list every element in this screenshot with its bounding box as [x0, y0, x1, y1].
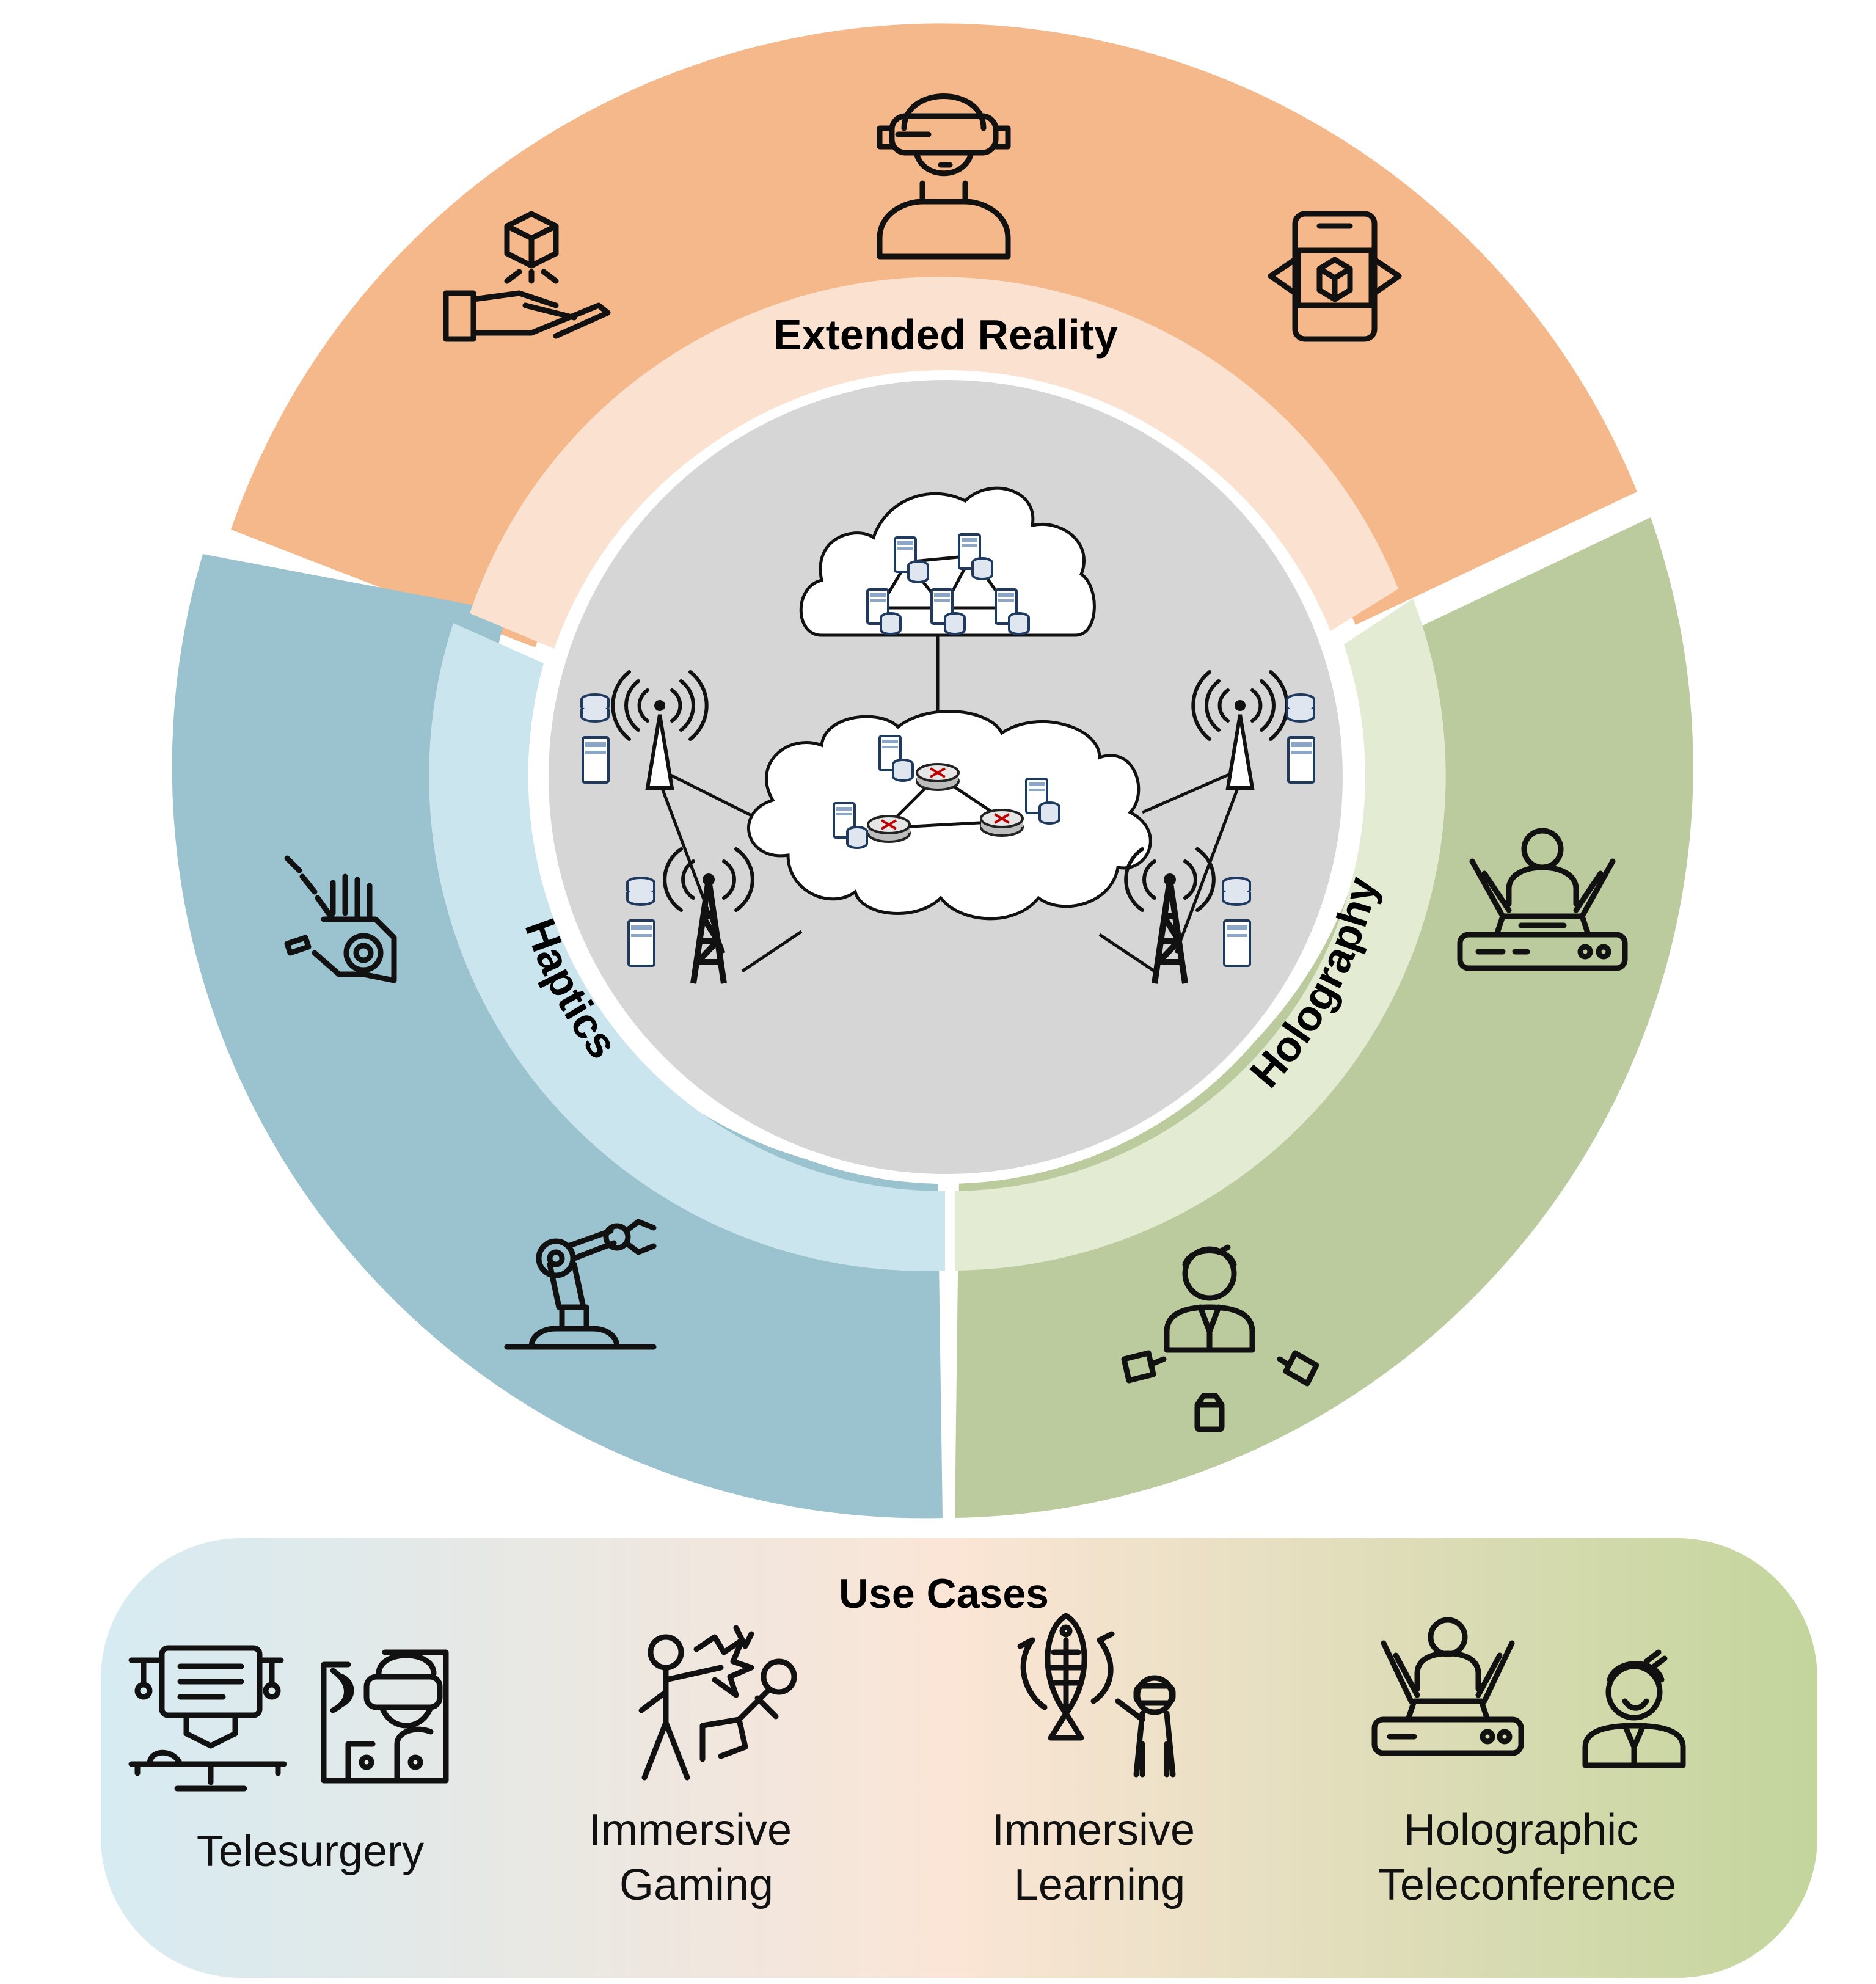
- macro-tower-right: [1124, 847, 1216, 984]
- remote-person-icon: [1582, 1649, 1686, 1768]
- extended-reality-label: Extended Reality: [773, 311, 1118, 359]
- robotic-hand-icon: [284, 855, 397, 983]
- fighting-game-icon: [638, 1625, 797, 1781]
- use-case-label-immersive-learning: Immersive Learning: [992, 1806, 1207, 1909]
- use-cases-panel: Use Cases: [101, 1538, 1817, 1978]
- haptics-inner-segment: [429, 623, 945, 1271]
- hand-hologram-cube-icon: [443, 211, 611, 342]
- hologram-projector-icon: [1371, 1617, 1524, 1756]
- hologram-projector-icon: [1457, 828, 1628, 971]
- use-case-label-telesurgery: Telesurgery: [197, 1827, 424, 1876]
- small-cell-right-waves: [1191, 670, 1289, 741]
- holography-inner-segment: [955, 599, 1446, 1271]
- cloud-core-network: [747, 710, 1152, 921]
- use-case-label-holographic-teleconference: Holographic Teleconference: [1378, 1806, 1676, 1909]
- small-cell-right: [1225, 714, 1255, 790]
- vr-headset-person-icon: [877, 93, 1011, 260]
- surgical-robot-icon: [128, 1645, 287, 1792]
- small-cell-left-waves: [611, 670, 709, 741]
- network-illustration: [580, 486, 1315, 984]
- vr-surgeon-icon: [321, 1649, 449, 1784]
- small-cell-left: [645, 714, 674, 790]
- use-cases-title: Use Cases: [839, 1570, 1049, 1617]
- robotic-arm-icon: [504, 1219, 657, 1350]
- volumetric-capture-person-icon: [1121, 1244, 1319, 1432]
- phone-ar-cube-icon: [1268, 211, 1402, 342]
- inner-ring: [429, 277, 1446, 1271]
- vr-learning-fish-icon: [1017, 1613, 1176, 1778]
- macro-tower-left: [663, 847, 754, 984]
- extended-reality-inner-segment: [470, 277, 1398, 649]
- use-case-label-immersive-gaming: Immersive Gaming: [589, 1806, 804, 1909]
